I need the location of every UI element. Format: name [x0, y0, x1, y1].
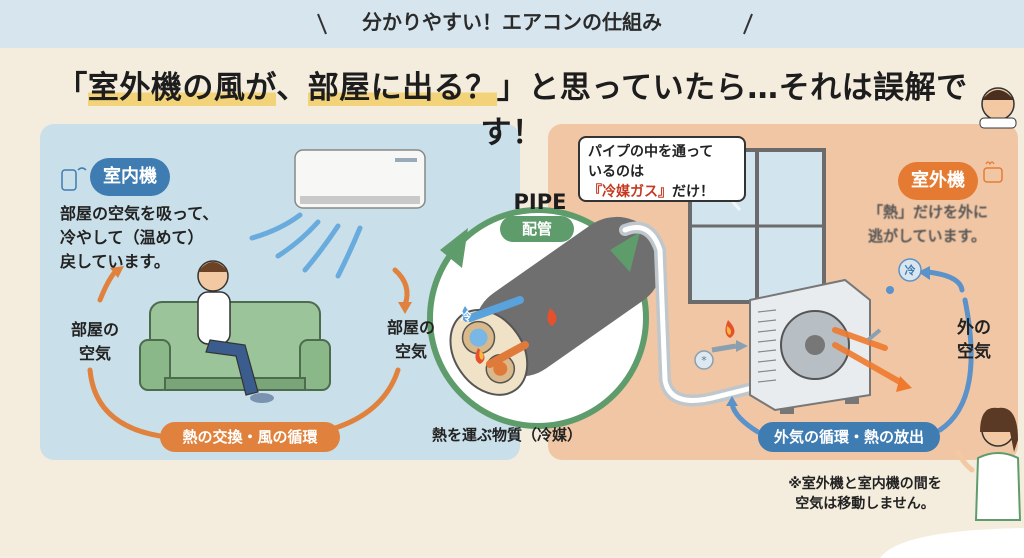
bubble-highlight: 『冷媒ガス』: [588, 184, 672, 200]
headline-post: 」と思っていたら…それは誤解です！: [480, 70, 968, 151]
subtitle: 分かりやすい！エアコンの仕組み: [362, 10, 662, 34]
outdoor-unit-badge: 室外機: [898, 162, 978, 200]
remote-icon: [61, 167, 87, 191]
sofa-illustration: [139, 301, 331, 391]
bubble-line: いるのは: [588, 162, 736, 182]
outdoor-description-line: 「熱」だけを外に: [868, 203, 989, 221]
cold-glyph-pipe: 冷: [460, 310, 472, 323]
banner-slash-left: [317, 13, 327, 35]
pipe-connector-left: [440, 228, 468, 268]
pipe-subtitle: 配管: [500, 216, 574, 242]
pipe-cross-section: [427, 207, 663, 429]
outside-air-label-line: 空気: [957, 342, 991, 362]
man-avatar-icon: [979, 87, 1017, 129]
page-corner-decoration: [880, 528, 1024, 558]
bubble-line: パイプの中を通って: [588, 144, 714, 160]
pipe-connector-right: [610, 232, 640, 272]
flame-icon-pipe: [547, 308, 557, 326]
banner-slash-right: [743, 13, 753, 35]
woman-guide-avatar-icon: [955, 407, 1022, 521]
indoor-description: 部屋の空気を吸って、 冷やして（温めて） 戻しています。: [60, 202, 280, 274]
indoor-cycle-arrowheads: [110, 266, 412, 314]
refrigerant-label: 熱を運ぶ物質（冷媒）: [432, 426, 583, 444]
outdoor-cycle-arrows: [729, 269, 974, 435]
indoor-description-line: 戻しています。: [60, 252, 170, 271]
indoor-cycle-label: 熱の交換・風の循環: [160, 422, 340, 452]
room-air-label-line: 空気: [78, 344, 111, 363]
cool-air-arrows: [249, 212, 363, 279]
footnote-line: ※室外機と室内機の間を: [788, 476, 942, 492]
pipe-title: PIPE: [513, 190, 567, 214]
indoor-ac-unit-illustration: [294, 149, 426, 209]
hot-air-arrowhead: [896, 376, 912, 392]
room-air-label-right: 部屋の 空気: [376, 316, 446, 364]
cold-glyph-outdoor: 冷: [904, 264, 916, 277]
person-illustration: [197, 260, 274, 403]
outdoor-description: 「熱」だけを外に 逃がしています。: [868, 200, 1018, 248]
outside-air-label-line: 外の: [957, 318, 991, 338]
outdoor-cycle-label: 外気の循環・熱の放出: [758, 422, 940, 452]
room-air-label-line: 空気: [394, 342, 427, 361]
svg-text:*: *: [701, 354, 707, 367]
headline-highlight-2: 部屋に出る？: [307, 70, 497, 106]
heater-icon: [983, 161, 1003, 183]
footnote: ※室外機と室内機の間を 空気は移動しません。: [760, 474, 970, 514]
indoor-unit-badge: 室内機: [90, 158, 170, 196]
outside-air-label: 外の 空気: [944, 316, 1004, 364]
headline-highlight-1: 室外機の風が: [87, 70, 277, 106]
cold-air-icon: [898, 258, 922, 282]
indoor-description-line: 冷やして（温めて）: [60, 228, 204, 247]
headline: 「室外機の風が、部屋に出る？」と思っていたら…それは誤解です！: [40, 62, 984, 152]
outdoor-description-line: 逃がしています。: [868, 227, 987, 245]
headline-pre: 「: [56, 70, 88, 106]
indoor-description-line: 部屋の空気を吸って、: [60, 204, 219, 223]
room-air-label-line: 部屋の: [70, 320, 119, 339]
intake-arrow: [711, 343, 737, 353]
footnote-line: 空気は移動しません。: [795, 496, 935, 512]
speech-bubble: パイプの中を通って いるのは 『冷媒ガス』だけ！: [578, 136, 746, 202]
room-air-label-line: 部屋の: [386, 318, 435, 337]
headline-mid: 、: [276, 70, 308, 106]
room-air-label-left: 部屋の 空気: [60, 318, 130, 366]
bubble-line: 『冷媒ガス』だけ！: [588, 182, 736, 202]
bubble-line-text: いるのは: [588, 164, 644, 180]
snowflake-icon: [694, 350, 714, 370]
flame-icon: [725, 320, 735, 338]
bubble-suffix: だけ！: [672, 184, 714, 200]
outdoor-ac-unit-illustration: [749, 278, 871, 414]
hot-air-arrows: [832, 327, 903, 385]
top-banner: [0, 0, 1024, 48]
